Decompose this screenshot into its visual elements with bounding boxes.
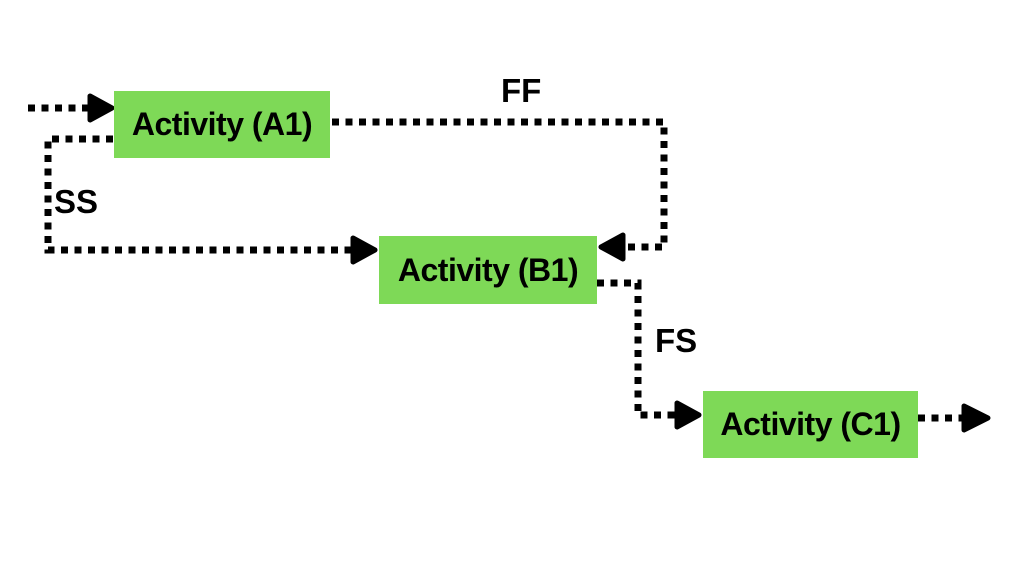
entry-arrowhead-icon (87, 93, 115, 123)
ss-arrowhead-icon (350, 235, 378, 265)
activity-b1-node: Activity (B1) (379, 236, 597, 304)
entry-connector (28, 93, 115, 123)
ff-connector-line (332, 118, 668, 251)
activity-c1-label: Activity (C1) (720, 406, 901, 442)
ff-connector (332, 118, 668, 262)
ff-arrowhead-icon (598, 232, 626, 262)
exit-connector (918, 403, 991, 433)
activity-a1-node: Activity (A1) (114, 91, 330, 158)
exit-arrowhead-icon (961, 403, 991, 433)
ff-edge-label: FF (501, 72, 542, 109)
activity-a1-label: Activity (A1) (131, 106, 313, 142)
activity-b1-label: Activity (B1) (397, 251, 579, 288)
fs-edge-label: FS (655, 322, 698, 359)
ss-connector (44, 135, 378, 265)
activity-c1-node: Activity (C1) (703, 391, 918, 458)
fs-arrowhead-icon (674, 400, 702, 430)
ss-connector-line (44, 135, 352, 254)
ss-edge-label: SS (54, 183, 99, 220)
fs-connector (597, 279, 702, 430)
fs-connector-line (597, 279, 675, 419)
